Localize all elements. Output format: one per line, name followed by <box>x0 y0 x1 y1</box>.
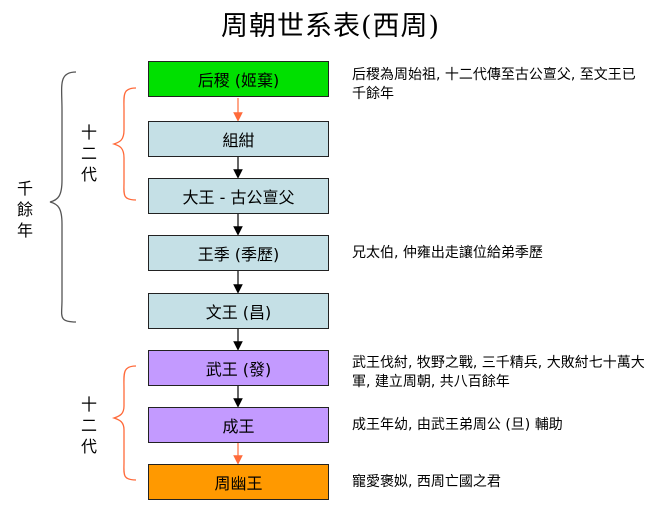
outer-char-1: 千 <box>16 179 33 198</box>
page-title: 周朝世系表(西周) <box>220 11 441 42</box>
note-houji: 后稷為周始祖, 十二代傳至古公亶父, 至文王已千餘年 <box>352 67 636 102</box>
outer-char-2: 餘 <box>16 200 33 219</box>
note-wuwang: 武王伐紂, 牧野之戰, 三千精兵, 大敗紂七十萬大軍, 建立周朝, 共八百餘年 <box>352 355 645 390</box>
note-wangji: 兄太伯, 仲雍出走讓位給弟季歷 <box>352 245 543 261</box>
lower-bracket-label: 十 二 代 <box>78 394 100 457</box>
outer-bracket-label: 千 餘 年 <box>14 178 36 241</box>
node-wenwang: 文王 (昌) <box>148 293 329 329</box>
upper-brace <box>111 87 137 201</box>
note-chengwang: 成王年幼, 由武王弟周公 (旦) 輔助 <box>352 417 563 433</box>
lower-char-3: 代 <box>80 437 97 456</box>
lower-char-1: 十 <box>80 395 97 414</box>
node-chengwang: 成王 <box>148 407 329 443</box>
upper-char-1: 十 <box>80 123 97 142</box>
node-gugong-danfu: 大王 - 古公亶父 <box>148 178 329 214</box>
outer-brace <box>49 71 77 323</box>
upper-char-2: 二 <box>80 144 97 163</box>
lower-char-2: 二 <box>80 416 97 435</box>
node-wangji: 王季 (季歷) <box>148 235 329 271</box>
node-zugan: 組紺 <box>148 121 329 157</box>
node-wuwang: 武王 (發) <box>148 350 329 386</box>
lower-brace <box>111 365 137 481</box>
node-youwang: 周幽王 <box>148 464 329 500</box>
upper-char-3: 代 <box>80 165 97 184</box>
node-houji: 后稷 (姬棄) <box>148 61 329 97</box>
note-youwang: 寵愛褒姒, 西周亡國之君 <box>352 474 501 490</box>
upper-bracket-label: 十 二 代 <box>78 122 100 185</box>
outer-char-3: 年 <box>16 221 33 240</box>
